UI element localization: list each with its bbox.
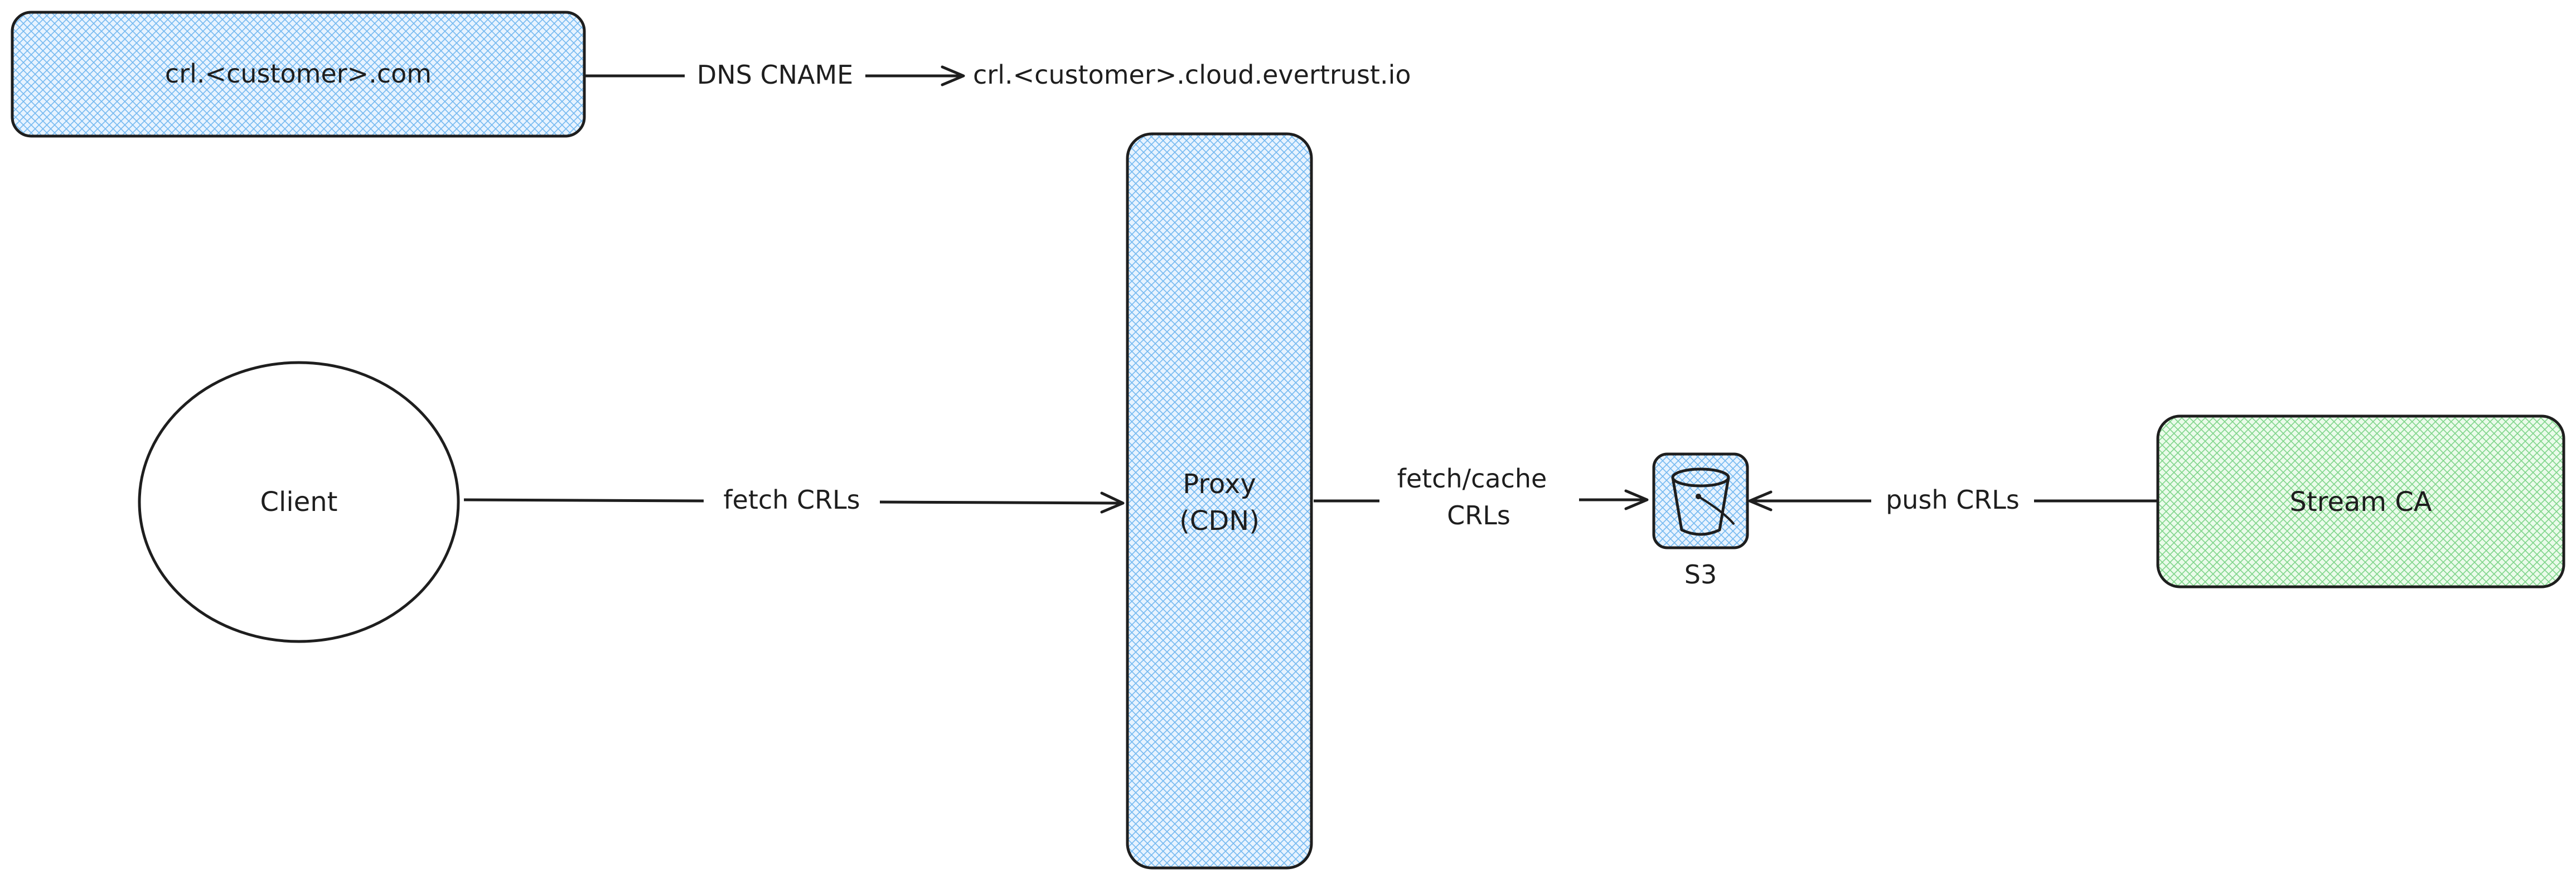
proxy-label-line1: Proxy <box>1183 469 1256 500</box>
client-to-proxy-edge: fetch CRLs <box>463 485 1125 515</box>
proxy-to-s3-label-line2: CRLs <box>1447 500 1510 530</box>
bucket-icon <box>1671 467 1735 536</box>
client-ellipse <box>138 361 460 643</box>
arrowhead-icon <box>1748 490 1773 512</box>
s3-label: S3 <box>1684 559 1717 590</box>
proxy-to-s3-edge: fetch/cache CRLs <box>1314 464 1649 530</box>
dns-source-label: crl.<customer>.com <box>165 59 432 89</box>
arrowhead-icon <box>1624 489 1649 510</box>
stream-ca-box <box>2156 414 2565 588</box>
client-to-proxy-label: fetch CRLs <box>723 485 860 515</box>
dns-source-box <box>11 11 586 138</box>
s3-node: S3 <box>1652 452 1749 590</box>
proxy-node: Proxy (CDN) <box>1126 132 1313 870</box>
proxy-to-s3-label-line1: fetch/cache <box>1397 464 1547 494</box>
stream-to-s3-edge: push CRLs <box>1748 485 2159 515</box>
client-node: Client <box>138 361 460 643</box>
dns-target-label: crl.<customer>.cloud.evertrust.io <box>973 60 1411 90</box>
s3-icon-box <box>1652 452 1749 549</box>
dns-source-node: crl.<customer>.com <box>11 11 586 138</box>
dns-cname-label: DNS CNAME <box>697 60 853 90</box>
client-label: Client <box>260 486 338 518</box>
proxy-label-line2: (CDN) <box>1179 505 1260 537</box>
dns-cname-edge: DNS CNAME <box>585 60 965 90</box>
proxy-box <box>1126 132 1313 870</box>
stream-ca-label: Stream CA <box>2289 486 2432 518</box>
arrowhead-icon <box>1100 491 1125 514</box>
stream-to-s3-label: push CRLs <box>1886 485 2020 515</box>
arrowhead-icon <box>941 65 965 86</box>
stream-ca-node: Stream CA <box>2156 414 2565 588</box>
